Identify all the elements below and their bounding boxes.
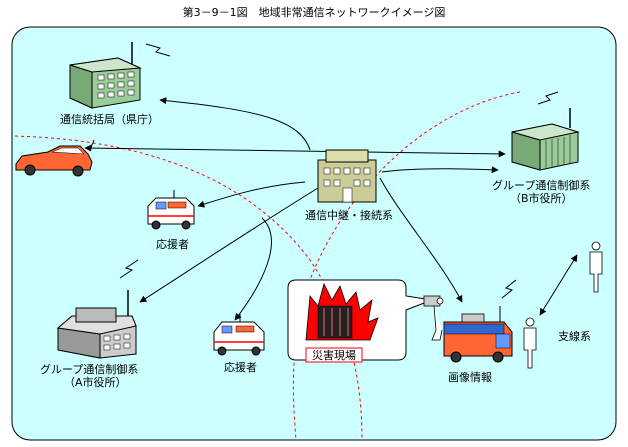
disaster-site-label-box <box>305 347 363 363</box>
ambulance-icon <box>213 314 265 356</box>
arrow-relay-to-responder-lower <box>234 217 272 321</box>
group-a-building-icon <box>56 290 137 359</box>
arrow-relay-to-responder-upper <box>197 181 306 208</box>
patrol-car-icon <box>15 139 95 177</box>
label-group-a-line2: （A市役所） <box>64 375 127 389</box>
label-group-b-line2: （B市役所） <box>510 191 573 205</box>
radio-wave-icon <box>119 259 139 279</box>
arrow-car-group-b <box>84 144 506 158</box>
zone-boundary-right <box>292 91 521 441</box>
radio-wave-icon <box>537 91 559 105</box>
bus-icon <box>443 306 513 363</box>
relay-building-icon <box>317 149 377 203</box>
prefecture-building-icon <box>69 42 142 109</box>
label-responder-lower: 応援者 <box>224 360 257 374</box>
arrow-relay-to-prefecture <box>159 97 311 151</box>
label-prefecture-hq: 通信統括局（県庁） <box>60 112 159 126</box>
label-image-info: 画像情報 <box>448 371 492 384</box>
label-support: 支線系 <box>558 329 591 343</box>
radio-wave-icon <box>145 43 171 57</box>
arrow-relay-to-bus <box>379 177 463 303</box>
arrow-relay-to-group-a <box>139 187 319 303</box>
ambulance-icon <box>147 190 195 230</box>
arrow-relay-to-group-b <box>381 166 499 174</box>
label-responder-upper: 応援者 <box>156 237 189 251</box>
label-disaster-site: 災害現場 <box>312 348 356 362</box>
arrow-support-link <box>539 254 578 316</box>
fire-icon <box>305 282 379 341</box>
support-person-icon <box>589 241 603 293</box>
group-b-building-icon <box>511 108 580 171</box>
label-group-a-line1: グループ通信制御系 <box>40 362 138 376</box>
radio-wave-icon <box>501 279 517 299</box>
figure-title: 第3－9－1図 地域非常通信ネットワークイメージ図 <box>183 5 446 19</box>
camera-operator-icon <box>423 295 444 341</box>
label-relay: 通信中継・接続系 <box>305 208 393 222</box>
support-person-icon <box>523 317 537 369</box>
label-group-b-line1: グループ通信制御系 <box>492 178 590 192</box>
